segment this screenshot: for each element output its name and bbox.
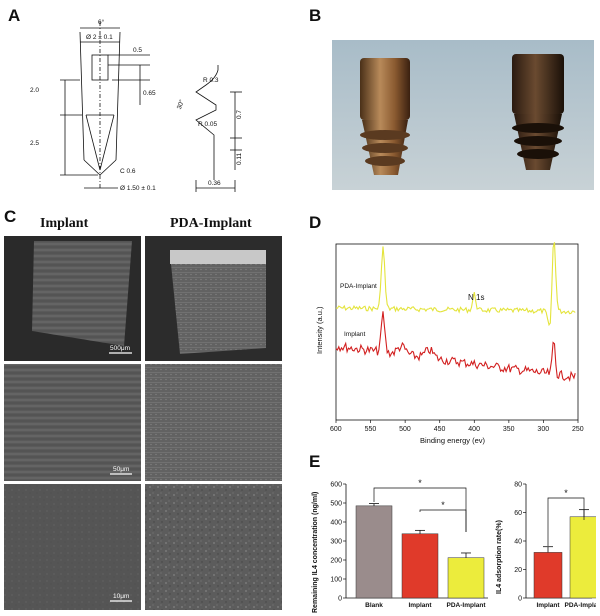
il4-remaining-ytick-label: 300: [330, 539, 342, 546]
xps-plot-frame: [335, 243, 579, 421]
dim-25: 2.5: [30, 140, 39, 147]
sem-pda-mid: [145, 364, 282, 481]
xps-xtick-label: 300: [537, 426, 549, 433]
il4-adsorption-ytick-label: 60: [514, 510, 522, 517]
xps-xtick-label: 450: [434, 426, 446, 433]
dim-dia-bottom: Ø 1.50 ± 0.1: [120, 185, 156, 192]
scalebar-10um: 10μm: [113, 593, 129, 600]
panel-label-e: E: [309, 452, 321, 471]
xps-xtick-label: 600: [330, 426, 342, 433]
il4-remaining-ytick-label: 600: [330, 482, 342, 489]
xps-xtick-label: 400: [468, 426, 480, 433]
sem-implant-mid: [4, 364, 141, 481]
xps-annotation-n1s: N 1s: [468, 293, 484, 302]
il4-remaining-significance-star: *: [418, 478, 422, 488]
sem-column-title-pda: PDA-Implant: [170, 216, 252, 231]
il4-adsorption-category-label: PDA-Implant: [565, 602, 597, 609]
il4-adsorption-ytick-label: 40: [514, 539, 522, 546]
dim-065: 0.65: [143, 90, 156, 97]
panel-label-d: D: [309, 213, 322, 232]
il4-remaining-ytick-label: 200: [330, 558, 342, 565]
il4-remaining-ytick-label: 0: [338, 596, 342, 603]
xps-xtick-label: 550: [365, 426, 377, 433]
sem-image-grid: 500μm 50μm 10μm: [4, 236, 282, 610]
dim-angle-top: 6°: [98, 18, 105, 26]
il4-adsorption-significance-star: *: [564, 488, 568, 498]
implant-technical-drawing: 6° Ø 2 ± 0.1 0.5 2.0 0.65 2.5 C 0.6 Ø 1.…: [30, 18, 243, 192]
il4-adsorption-ytick-label: 20: [514, 567, 522, 574]
il4-adsorption-bar: [569, 516, 596, 599]
il4-adsorption-category-label: Implant: [536, 602, 560, 609]
xps-xtick-label: 350: [503, 426, 515, 433]
xps-series-pda-implant: [335, 242, 576, 327]
dim-036: 0.36: [208, 180, 221, 187]
il4-remaining-significance-bracket: [419, 509, 467, 532]
il4-remaining-ytick-label: 500: [330, 501, 342, 508]
xps-series-label-pda: PDA-Implant: [340, 283, 377, 290]
sem-pda-high: [145, 484, 282, 610]
xps-xlabel: Binding energy (ev): [420, 436, 486, 445]
xps-xtick-label: 500: [399, 426, 411, 433]
il4-remaining-ytick-label: 400: [330, 520, 342, 527]
dim-20: 2.0: [30, 87, 39, 94]
implants-photo: [332, 40, 594, 190]
il4-remaining-category-label: PDA-Implant: [447, 602, 487, 609]
il4-remaining-category-label: Blank: [365, 602, 383, 609]
xps-chart: 600 550 500 450 400 350 300 250 PDA-Implant Imp…: [315, 242, 584, 445]
il4-adsorption-ytick-label: 0: [518, 596, 522, 603]
dim-angle30: 30°: [175, 98, 186, 110]
il4-adsorption-ytick-label: 80: [514, 482, 522, 489]
sem-column-title-implant: Implant: [40, 216, 89, 231]
il4-adsorption-bar: [533, 552, 563, 599]
panel-label-b: B: [309, 6, 322, 25]
il4-remaining-bar: [355, 505, 393, 599]
il4-adsorption-significance-bracket: [547, 497, 585, 546]
xps-ylabel: Intensity (a.u.): [315, 306, 324, 354]
il4-remaining-bar: [447, 557, 485, 599]
dim-r03: R 0.3: [203, 77, 219, 84]
dim-chamfer: C 0.6: [120, 168, 136, 175]
panel-label-c: C: [4, 207, 17, 226]
dim-011: 0.11: [236, 152, 243, 165]
dim-dia-top: Ø 2 ± 0.1: [86, 34, 113, 41]
il4-adsorption-ylabel: IL4 adsorption rate(%): [496, 520, 503, 594]
sem-implant-high: [4, 484, 141, 610]
xps-series-implant: [335, 311, 576, 382]
dim-r005: R 0.05: [198, 121, 218, 128]
il4-remaining-bar: [401, 533, 439, 599]
il4-remaining-ylabel: Remaining IL4 concentration (ng/ml): [312, 492, 319, 613]
il4-remaining-significance-star: *: [441, 500, 445, 510]
dim-07: 0.7: [236, 110, 243, 119]
xps-series-label-implant: Implant: [344, 331, 366, 338]
il4-remaining-ytick-label: 100: [330, 577, 342, 584]
scalebar-50um: 50μm: [113, 466, 129, 473]
scalebar-500um: 500μm: [110, 345, 130, 352]
panel-label-a: A: [8, 6, 21, 25]
dim-05: 0.5: [133, 47, 142, 54]
il4-remaining-category-label: Implant: [408, 602, 432, 609]
xps-xtick-label: 250: [572, 426, 584, 433]
